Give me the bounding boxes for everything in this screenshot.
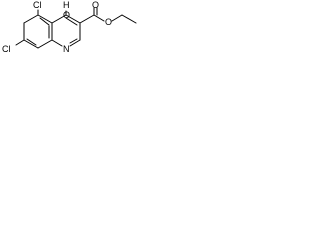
atom-label-cl-left: Cl [2, 44, 11, 54]
atom-labels: Cl H O Cl N O O [2, 0, 112, 54]
atom-label-o-ester: O [105, 17, 112, 27]
atom-label-cl-top: Cl [33, 0, 42, 10]
atom-label-o-carbonyl: O [92, 0, 99, 10]
atom-label-oh-h: H [63, 0, 70, 10]
atom-label-oh-o: O [63, 10, 70, 20]
bond-lines [15, 7, 137, 49]
chemical-structure-diagram: Cl H O Cl N O O [2, 0, 137, 54]
atom-label-n-ring: N [63, 44, 70, 54]
